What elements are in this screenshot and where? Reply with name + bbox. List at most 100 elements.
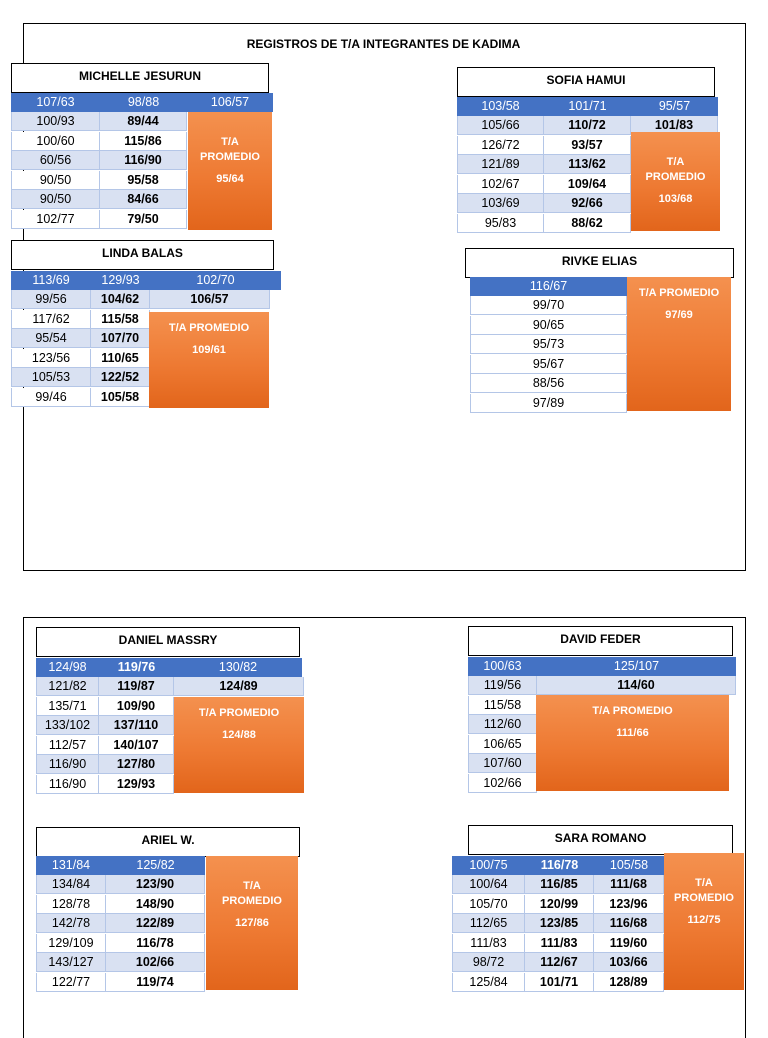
reading-cell: 133/102 [36,716,99,735]
reading-cell: 128/89 [594,972,664,992]
reading-cell: 93/57 [544,135,631,155]
reading-cell: 100/60 [11,131,100,151]
reading-cell: 135/71 [36,696,99,716]
reading-cell: 125/84 [452,972,525,992]
reading-cell: 88/62 [544,213,631,233]
average-label: T/A [666,156,685,168]
table-header-row: 116/67 [470,277,627,296]
average-label: T/A PROMEDIO [592,705,673,717]
reading-cell: 123/96 [594,894,664,914]
reading-cell: 123/90 [106,875,205,894]
reading-cell: 124/89 [174,677,304,696]
reading-cell: 140/107 [99,735,174,755]
reading-cell: 95/58 [100,170,187,190]
table-row: 90/65 [470,315,627,335]
average-value: 97/69 [665,309,693,321]
document-title: REGISTROS DE T/A INTEGRANTES DE KADIMA [246,37,521,51]
reading-cell: 106/65 [468,734,537,754]
ariel-name: ARIEL W. [141,833,195,847]
reading-cell: 105/70 [452,894,525,914]
reading-cell: 106/57 [150,290,270,309]
reading-cell: 123/56 [11,348,91,368]
header-reading: 125/82 [106,856,205,875]
reading-cell: 113/62 [544,155,631,174]
reading-cell: 119/60 [594,933,664,953]
reading-cell: 95/73 [470,335,627,354]
reading-cell: 102/66 [468,773,537,793]
header-reading: 131/84 [36,856,106,875]
reading-cell: 116/68 [594,914,664,933]
linda-name-box: LINDA BALAS [11,240,274,270]
reading-cell: 121/89 [457,155,544,174]
table-row: 95/73 [470,335,627,354]
reading-cell: 95/83 [457,213,544,233]
reading-cell: 148/90 [106,894,205,914]
reading-cell: 120/99 [525,894,594,914]
reading-cell: 111/83 [452,933,525,953]
reading-cell: 121/82 [36,677,99,696]
reading-cell: 90/50 [11,170,100,190]
sara-name-box: SARA ROMANO [468,825,733,855]
table-row: 99/70 [470,296,627,315]
reading-cell: 115/86 [100,131,187,151]
header-reading: 106/57 [187,93,273,112]
reading-cell: 116/90 [36,755,99,774]
table-row: 112/60 [468,715,537,734]
average-label: T/A PROMEDIO [638,287,720,299]
reading-cell: 143/127 [36,953,106,972]
average-value: 109/61 [192,344,226,356]
reading-cell: 114/60 [537,676,736,695]
average-label-line2: PROMEDIO [645,171,706,183]
reading-cell: 112/60 [468,715,537,734]
reading-cell: 119/56 [468,676,537,695]
average-value: 124/88 [222,729,256,741]
average-label-line2: PROMEDIO [674,892,734,904]
reading-cell: 99/46 [11,387,91,407]
table-row: 95/67 [470,354,627,374]
reading-cell: 128/78 [36,894,106,914]
header-reading: 107/63 [11,93,100,112]
header-reading: 125/107 [537,657,736,676]
reading-cell: 134/84 [36,875,106,894]
reading-cell: 105/58 [91,387,150,407]
reading-cell: 122/89 [106,914,205,933]
reading-cell: 98/72 [452,953,525,972]
table-row: 107/60 [468,754,537,773]
reading-cell: 60/56 [11,151,100,170]
average-label-line2: PROMEDIO [222,895,282,907]
ariel-name-box: ARIEL W. [36,827,300,857]
reading-cell: 107/70 [91,329,150,348]
reading-cell: 103/69 [457,194,544,213]
reading-cell: 102/77 [11,209,100,229]
header-reading: 100/75 [452,856,525,875]
david-name-box: DAVID FEDER [468,626,733,656]
michelle-name-box: MICHELLE JESURUN [11,63,269,93]
reading-cell: 88/56 [470,374,627,393]
reading-cell: 112/67 [525,953,594,972]
reading-cell: 101/71 [525,972,594,992]
reading-cell: 95/67 [470,354,627,374]
reading-cell: 105/66 [457,116,544,135]
reading-cell: 110/72 [544,116,631,135]
reading-cell: 111/68 [594,875,664,894]
